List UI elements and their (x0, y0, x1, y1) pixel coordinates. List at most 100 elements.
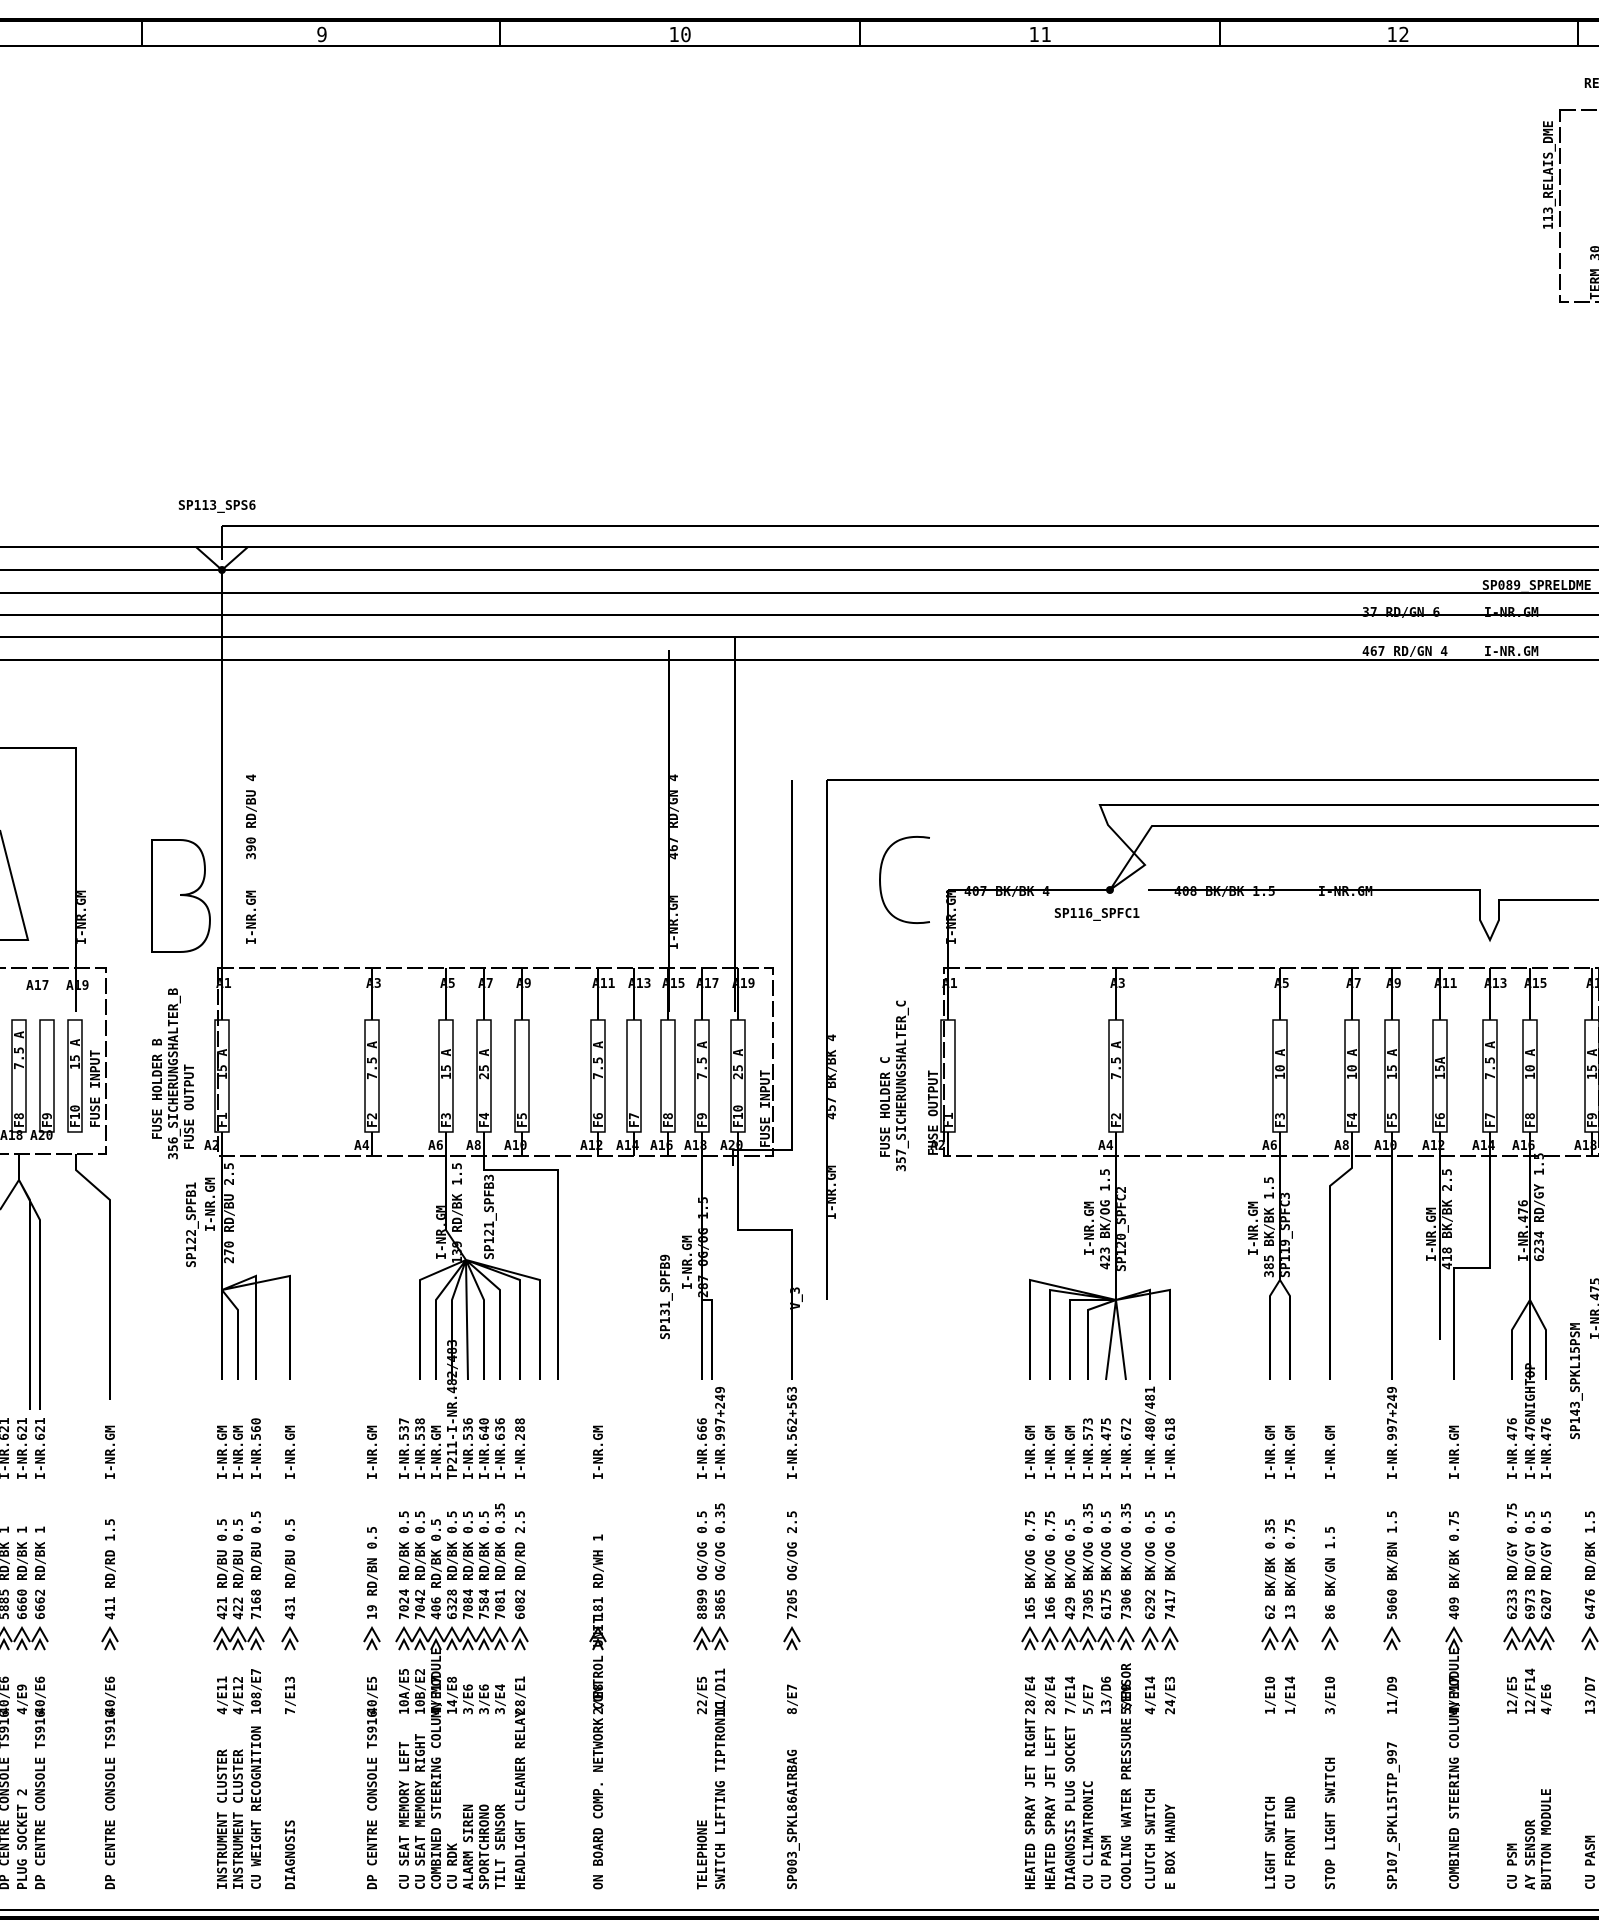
holder-a-fuse-rating: 15 A (69, 1039, 84, 1070)
fuse-bottom-pin: A2 (930, 1139, 946, 1154)
connector-name: COMBINED STEERING COLUMN MODULE (1448, 1647, 1463, 1890)
holder-c-letter-icon (878, 835, 931, 925)
connector-arrow-icon (589, 1625, 607, 1651)
connector-location: 7/E14 (1064, 1676, 1079, 1715)
connector-location: 11/D11 (714, 1668, 729, 1715)
connector-name: CU CLIMATRONIC (1082, 1780, 1097, 1890)
holder-a-feed-dest: I-NR.GM (75, 890, 90, 945)
wire-destination: I-NR.538 (414, 1417, 429, 1480)
wire-destination: I-NR.621 (0, 1417, 13, 1480)
connector-arrow-icon (1079, 1625, 1097, 1651)
wire-destination: I-NR.GM (1324, 1425, 1339, 1480)
fuse-top-pin: A9 (516, 977, 532, 992)
fuse-top-pin: A9 (1386, 977, 1402, 992)
splice-label-spkl15psm: SP143_SPKL15PSM (1569, 1322, 1584, 1440)
holder-b-letter-icon (151, 839, 212, 953)
connector-location: 7/E13 (284, 1676, 299, 1715)
holder-c-a12-wire: 418 BK/BK 2.5 (1441, 1168, 1456, 1270)
fuse-bottom-pin: A20 (720, 1139, 744, 1154)
connector-name: CU PASM (1100, 1835, 1115, 1890)
connector-location: 28/E1 (514, 1676, 529, 1715)
column-numbers: 9 10 11 12 (316, 23, 1410, 47)
splice-spfb3-wire: 139 RD/BK 1.5 (451, 1162, 466, 1264)
fuse-top-pin: A3 (1110, 977, 1126, 992)
connector-location: 28/E4 (1024, 1676, 1039, 1715)
splice-sps6-icon (218, 566, 226, 574)
holder-c-a12-wire-line (1439, 1156, 1491, 1380)
fuse-top-pin: A13 (628, 977, 651, 992)
connector-location: 4/E17 (1448, 1676, 1463, 1715)
connector-location: 40/E6 (34, 1676, 49, 1715)
connector-arrow-icon (1261, 1625, 1279, 1651)
connector-arrow-icon (491, 1625, 509, 1651)
wire-467-riser-dest: I-NR.GM (667, 895, 682, 950)
wire-label: 181 RD/WH 1 (592, 1534, 607, 1620)
wire-label: 7084 RD/BK 0.5 (462, 1510, 477, 1620)
column-number: 10 (668, 23, 692, 47)
connector-location: 3/E10 (1324, 1676, 1339, 1715)
holder-a-fuse-f8 (11, 1019, 27, 1133)
holder-a-fuse-f10 (67, 1019, 83, 1133)
splice-label-spfc2: SP120_SPFC2 (1115, 1186, 1130, 1272)
wire-label: 6233 RD/GY 0.75 (1506, 1503, 1521, 1620)
wire-label: 86 BK/GN 1.5 (1324, 1526, 1339, 1620)
splice-label-spfb1: SP122_SPFB1 (185, 1182, 200, 1268)
fuse-bottom-pin: A12 (580, 1139, 603, 1154)
fuse-bottom-pin: A8 (466, 1139, 482, 1154)
splice-spfc2-dest: I-NR.GM (1083, 1201, 1098, 1256)
fuse-bottom-pin: A14 (616, 1139, 640, 1154)
connector-location: 13/D6 (1100, 1676, 1115, 1715)
fuse-top-pin: A17 (1586, 977, 1599, 992)
wire-destination: I-NR.GM (1064, 1425, 1079, 1480)
fuse-bottom-pin: A10 (1374, 1139, 1398, 1154)
fuse-top-pin: A5 (440, 977, 456, 992)
holder-c-box (943, 967, 1599, 1157)
fuse-rating: 7.5 A (592, 1041, 607, 1080)
holder-b-output-label: FUSE OUTPUT (183, 1064, 198, 1150)
wire-label: 5865 OG/OG 0.35 (714, 1503, 729, 1620)
connector-name: SPORTCHRONO (478, 1804, 493, 1890)
splice-label-spfb3: SP121_SPFB3 (483, 1174, 498, 1260)
fuse-top-pin: A15 (1524, 977, 1547, 992)
connector-arrow-icon (247, 1625, 265, 1651)
wire-label: 411 RD/RD 1.5 (104, 1518, 119, 1620)
wire-457: 457 BK/BK 4 (825, 1034, 840, 1120)
splice-spfc2-icon (1029, 1156, 1171, 1381)
fuse-id: F5 (1386, 1112, 1401, 1128)
wire-label: 7305 BK/OG 0.35 (1082, 1503, 1097, 1620)
holder-a-fuse-label: F10 (69, 1104, 84, 1128)
fuse-id: F4 (1346, 1112, 1361, 1128)
connector-name: DP CENTRE CONSOLE TS916 (34, 1710, 49, 1890)
fuse-bottom-pin: A10 (504, 1139, 528, 1154)
fuse-id: F10 (732, 1104, 747, 1128)
connector-name: DIAGNOSIS (284, 1819, 299, 1890)
wire-destination: I-NR.618 (1164, 1417, 1179, 1480)
connector-arrow-icon (1041, 1625, 1059, 1651)
wire-destination: I-NR.475 (1100, 1417, 1115, 1480)
splice-label-spreldme: SP089_SPRELDME (1482, 579, 1592, 594)
fuse-top-pin: A7 (478, 977, 494, 992)
wire-label: 6328 RD/BK 0.5 (446, 1510, 461, 1620)
connector-name: CU RDK (446, 1843, 461, 1890)
wire-label: 421 RD/BU 0.5 (216, 1518, 231, 1620)
wire-label: 6662 RD/BK 1 (34, 1526, 49, 1620)
wire-label: 8899 OG/OG 0.5 (696, 1510, 711, 1620)
connector-location: 8/E7 (786, 1684, 801, 1715)
fuse-rating: 10 A (1346, 1049, 1361, 1080)
connector-arrow-icon (363, 1625, 381, 1651)
connector-location: 40/E6 (104, 1676, 119, 1715)
splice-label-v3: V_3 (789, 1287, 804, 1310)
connector-location: 3/E6 (462, 1684, 477, 1715)
connector-name: CLUTCH SWITCH (1144, 1788, 1159, 1890)
fuse-id: F5 (516, 1112, 531, 1128)
connector-arrow-icon (783, 1625, 801, 1651)
connector-name: ON BOARD COMP. NETWORK CONTROL UNIT (592, 1616, 607, 1890)
connector-location: 11/D9 (1386, 1676, 1401, 1715)
holder-a-fuse-rating: 7.5 A (13, 1031, 28, 1070)
fuse-rating: 15 A (440, 1049, 455, 1080)
